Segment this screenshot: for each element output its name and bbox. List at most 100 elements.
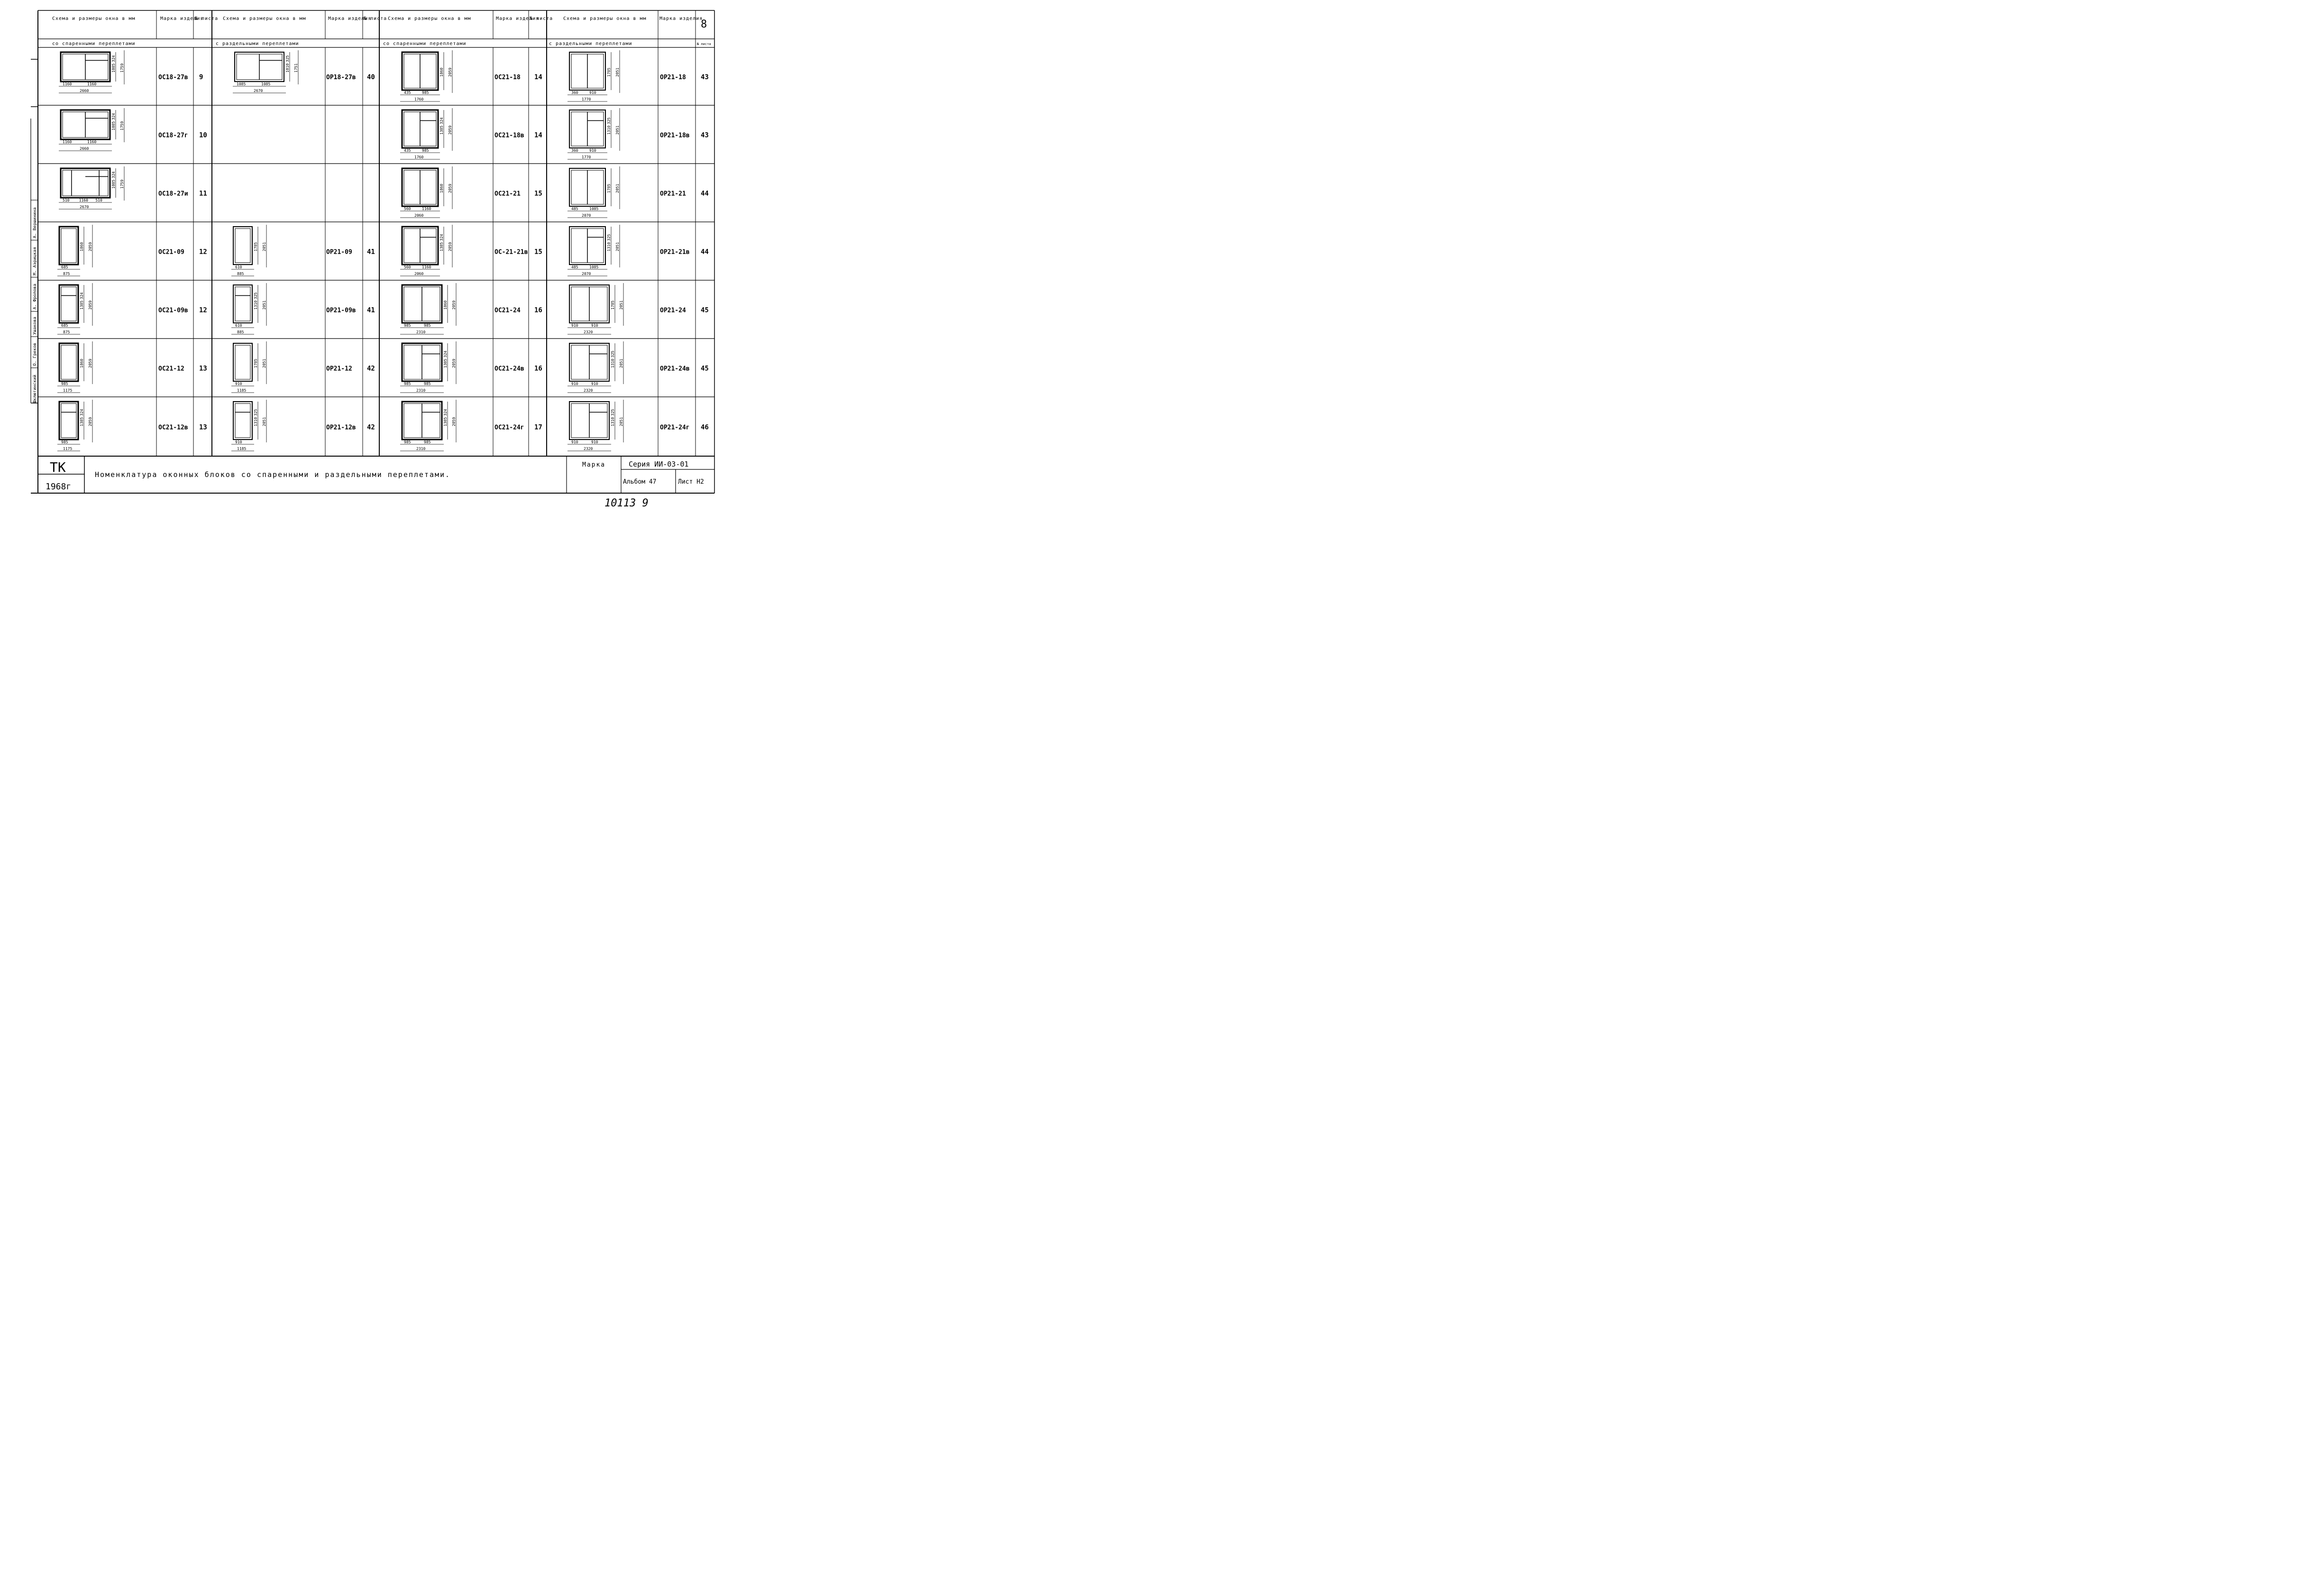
product-mark: ОС21-24 xyxy=(494,307,521,314)
total-width-dimension: 875 xyxy=(63,272,70,276)
product-mark: ОР21-21 xyxy=(660,191,686,198)
sheet-header: № листа xyxy=(195,16,218,21)
height-dimension: 1860 xyxy=(80,242,84,251)
width-dimension: 610 xyxy=(235,323,242,328)
height-dimension: 1860 xyxy=(439,68,444,77)
total-width-dimension: 2320 xyxy=(584,330,593,334)
total-height-dimension: 2051 xyxy=(619,301,623,310)
width-dimension: 1160 xyxy=(422,207,431,211)
height-dimension: 325 xyxy=(607,234,611,241)
total-height-dimension: 2051 xyxy=(262,417,266,426)
mark-header: Марка изделия xyxy=(496,16,539,21)
product-mark: ОС21-24в xyxy=(494,366,524,373)
total-height-dimension: 1759 xyxy=(120,180,124,189)
height-dimension: 324 xyxy=(80,409,84,416)
total-width-dimension: 1770 xyxy=(582,155,591,159)
album: Альбом 47 xyxy=(623,478,656,486)
product-mark: ОР21-18в xyxy=(660,132,690,139)
height-dimension: 325 xyxy=(254,409,258,416)
total-height-dimension: 2051 xyxy=(615,184,620,193)
height-dimension: 325 xyxy=(285,55,290,62)
height-dimension: 1310 xyxy=(254,417,258,426)
total-width-dimension: 875 xyxy=(63,330,70,334)
total-height-dimension: 2051 xyxy=(615,126,620,135)
product-mark: ОС21-09в xyxy=(158,307,188,314)
total-height-dimension: 1751 xyxy=(294,64,298,73)
product-mark: ОР18-27в xyxy=(326,74,356,81)
height-dimension: 1310 xyxy=(254,301,258,310)
side-stamp-text: М. Аэрицкая xyxy=(33,247,37,275)
width-dimension: 510 xyxy=(95,198,102,202)
sheet-ref: 12 xyxy=(199,248,207,256)
height-dimension: 325 xyxy=(611,409,615,416)
width-dimension: 560 xyxy=(404,207,411,211)
height-dimension: 325 xyxy=(607,117,611,124)
product-mark: ОС21-12в xyxy=(158,424,188,431)
product-mark: ОР21-09 xyxy=(326,249,352,256)
product-mark: ОР21-24в xyxy=(660,366,690,373)
width-dimension: 985 xyxy=(422,91,429,95)
width-dimension: 1085 xyxy=(589,265,598,269)
width-dimension: 910 xyxy=(591,323,598,328)
drawing-sheet: Схема и размеры окна в мм Марка изделия … xyxy=(30,10,715,509)
width-dimension: 985 xyxy=(404,323,411,328)
total-width-dimension: 2070 xyxy=(582,213,591,218)
width-dimension: 1160 xyxy=(63,82,72,86)
total-height-dimension: 2051 xyxy=(262,242,266,251)
width-dimension: 910 xyxy=(589,91,596,95)
side-stamp-name: Ушакова xyxy=(33,317,37,335)
sheet-ref: 14 xyxy=(534,132,542,139)
product-mark: ОР21-24 xyxy=(660,307,686,314)
product-mark: ОР21-09в xyxy=(326,307,356,314)
side-stamp-name: О. Греков xyxy=(33,343,37,366)
height-dimension: 324 xyxy=(80,292,84,299)
sheet-ref: 41 xyxy=(367,248,375,256)
height-dimension: 325 xyxy=(611,350,615,358)
sheet-ref: 41 xyxy=(367,307,375,314)
width-dimension: 360 xyxy=(571,91,578,95)
total-height-dimension: 2059 xyxy=(88,242,92,251)
total-width-dimension: 2660 xyxy=(80,89,89,93)
height-dimension: 1860 xyxy=(80,359,84,368)
width-dimension: 1085 xyxy=(237,82,246,86)
sheet-ref: 42 xyxy=(367,424,375,431)
width-dimension: 1160 xyxy=(87,140,96,144)
scheme-header: Схема и размеры окна в мм xyxy=(563,16,647,21)
width-dimension: 1160 xyxy=(87,82,96,86)
height-dimension: 1310 xyxy=(611,417,615,426)
total-height-dimension: 2059 xyxy=(448,242,452,251)
height-dimension: 324 xyxy=(111,113,116,120)
total-width-dimension: 2060 xyxy=(414,213,423,218)
sheet-ref: 9 xyxy=(199,73,203,81)
sheet-ref: 11 xyxy=(199,190,207,198)
product-mark: ОС21-18в xyxy=(494,132,524,139)
product-mark: ОС18-27и xyxy=(158,191,188,198)
sheet-ref: 42 xyxy=(367,365,375,373)
archive-stamp: 10113 9 xyxy=(604,497,649,509)
height-dimension: 1785 xyxy=(607,184,611,193)
side-stamp-text: А. Фролова xyxy=(33,284,37,309)
sheet-number: 8 xyxy=(701,18,707,30)
total-width-dimension: 1760 xyxy=(414,155,423,159)
